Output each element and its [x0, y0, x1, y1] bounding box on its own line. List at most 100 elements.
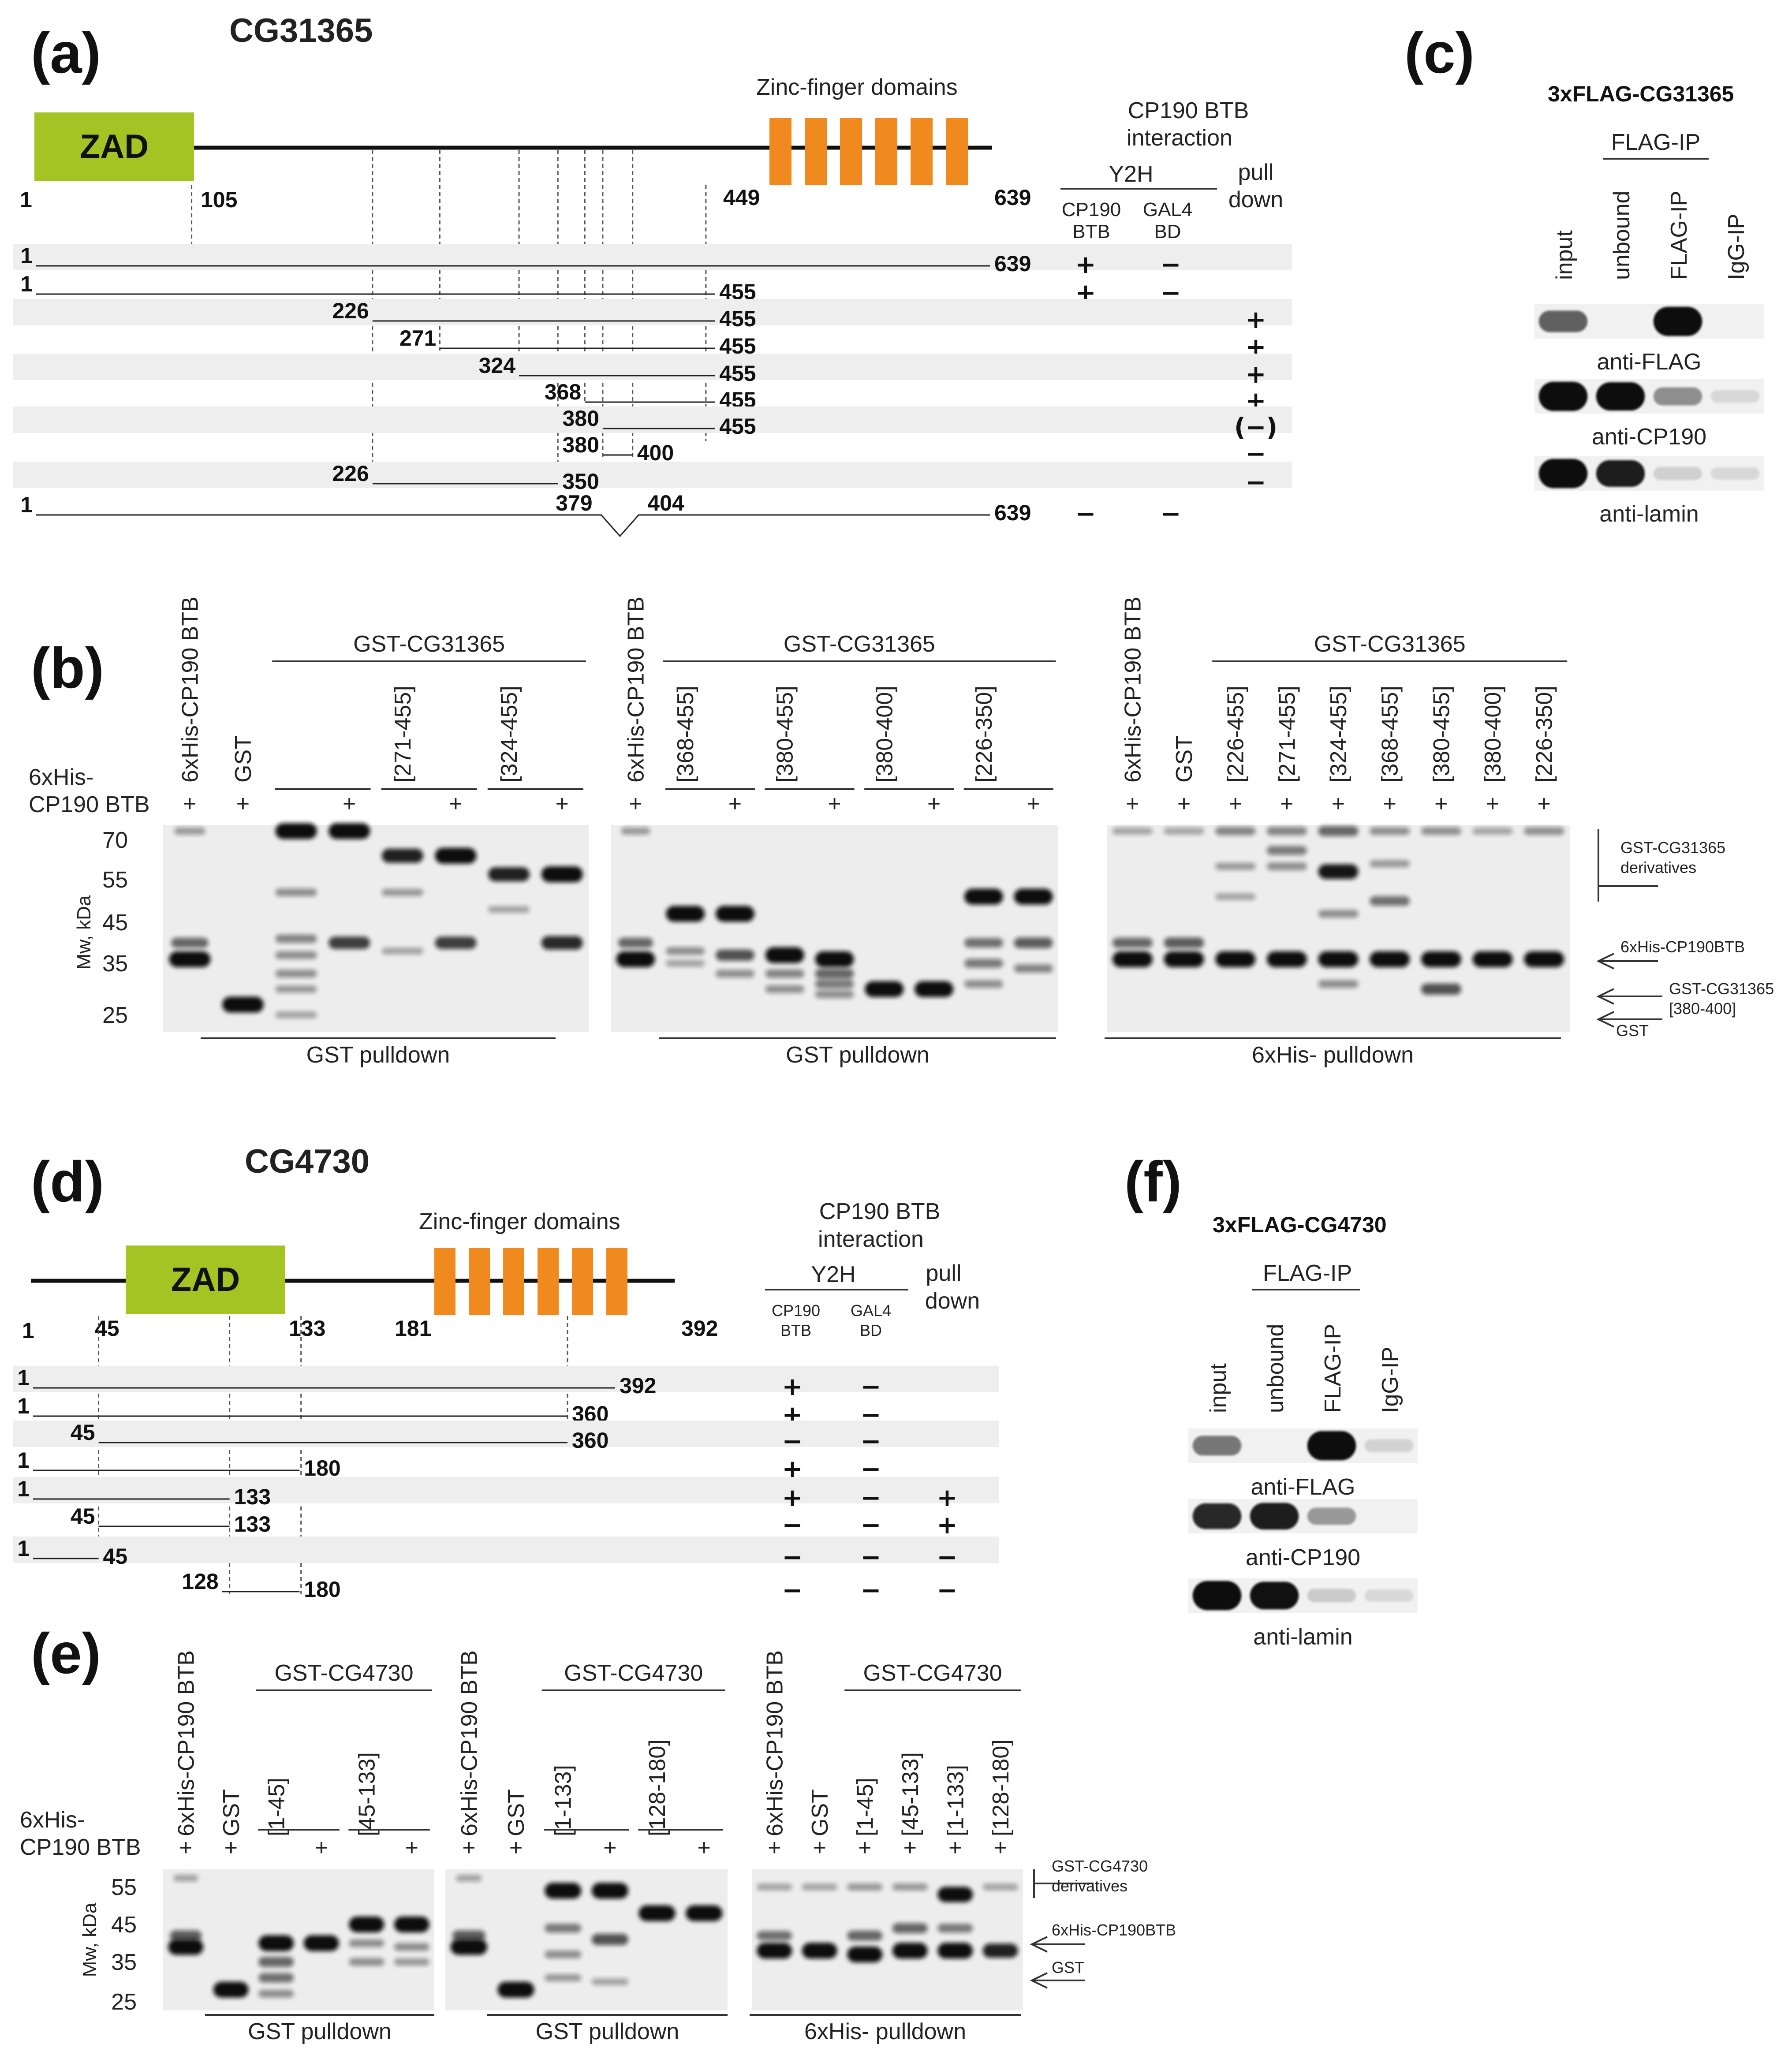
arrow-icon	[1596, 988, 1662, 1005]
gel-band	[865, 981, 904, 997]
mw-marker: 55	[111, 1875, 137, 1900]
y2h-bd-result: −	[861, 1511, 881, 1540]
lane-label: 6xHis-CP190 BTB	[173, 1650, 199, 1836]
gel-band	[435, 936, 477, 949]
lane-label: [380-400]	[1480, 686, 1506, 783]
side-label-380-400-1: GST-CG31365	[1669, 980, 1774, 998]
construct-end: 639	[994, 251, 1031, 276]
gel-band	[892, 1883, 928, 1891]
gel-band	[686, 1905, 723, 1921]
gel-band	[591, 1934, 628, 1945]
gel-band	[381, 888, 423, 896]
gel-band	[435, 848, 477, 864]
gel-band	[815, 968, 854, 979]
gel-band	[847, 1947, 883, 1962]
lane-plus: +	[405, 1835, 418, 1861]
lane-label: [368-455]	[673, 686, 698, 783]
gel-band	[213, 1982, 249, 1998]
gel-band	[275, 1011, 317, 1018]
gel-band	[275, 934, 317, 943]
panel-a-title: CG31365	[229, 12, 373, 49]
zinc-finger	[805, 118, 827, 185]
side-label-derivatives-1: GST-CG4730	[1052, 1857, 1148, 1875]
gel-band	[541, 866, 583, 882]
gel-band	[222, 996, 264, 1013]
construct-end: 180	[304, 1577, 340, 1602]
gel-band	[275, 970, 317, 978]
lane-label: [226-350]	[971, 686, 997, 783]
construct-end: 639	[994, 500, 1031, 525]
row-shade	[13, 1536, 999, 1563]
panel-d-zf-label: Zinc-finger domains	[419, 1209, 620, 1234]
lane-label: input	[1552, 230, 1577, 280]
panel-c-title: 3xFLAG-CG31365	[1548, 82, 1734, 106]
gel-image	[752, 1869, 1023, 2010]
gel-band	[964, 958, 1003, 968]
gel-band	[847, 1883, 883, 1891]
blot-antibody-label: anti-FLAG	[1251, 1474, 1355, 1500]
lane-plus: +	[1228, 791, 1242, 817]
construct-start: 1	[17, 1394, 30, 1418]
y2h-label: Y2H	[811, 1262, 855, 1287]
panel-f-label: (f)	[1124, 1149, 1182, 1214]
blot-band	[1250, 1581, 1299, 1610]
gel-band	[303, 1935, 339, 1951]
lane-plus: +	[1280, 791, 1293, 817]
y2h-bd-result: −	[861, 1427, 881, 1456]
lane-plus: +	[509, 1835, 523, 1861]
y2h-btb-result: +	[782, 1484, 803, 1512]
gel-band	[757, 1931, 792, 1941]
gel-band	[1524, 827, 1564, 835]
blot-band	[1596, 382, 1645, 411]
zinc-finger	[911, 118, 933, 185]
zinc-finger	[769, 118, 791, 185]
construct-end: 350	[562, 469, 599, 494]
lane-label: 6xHis-CP190 BTB	[456, 1650, 482, 1836]
pos-639: 639	[994, 185, 1031, 210]
gel-band	[456, 1875, 482, 1882]
construct-end: 180	[304, 1456, 340, 1480]
gel-band	[1266, 951, 1307, 967]
lane-plus: +	[1537, 791, 1550, 817]
gel-band	[545, 1974, 582, 1982]
blot-band	[1596, 460, 1645, 487]
lane-label: GST	[231, 735, 256, 783]
panel-b-label: (b)	[31, 636, 104, 700]
construct-start: 1	[17, 1448, 30, 1473]
lane-plus: +	[1027, 791, 1040, 817]
gel-image	[1107, 825, 1570, 1032]
lane-plus: +	[728, 791, 742, 817]
panel-d-zad-box	[126, 1246, 285, 1314]
lane-label: 6xHis-CP190 BTB	[762, 1650, 788, 1836]
construct-start: 368	[545, 380, 581, 404]
y2h-bd-result: −	[861, 1543, 881, 1572]
blot-antibody-label: anti-lamin	[1253, 1624, 1352, 1650]
blot-strip: anti-FLAG	[1188, 1428, 1418, 1500]
gel-band	[258, 1990, 294, 1998]
gel-image	[163, 1869, 434, 2010]
gel-band	[1524, 951, 1564, 967]
lane-label: [324-455]	[1326, 686, 1351, 783]
blot-band	[1538, 381, 1588, 411]
blot-strip: anti-lamin	[1188, 1578, 1418, 1650]
lane-label: [1-133]	[943, 1765, 968, 1836]
gel-band	[666, 947, 705, 955]
gel-band	[1215, 951, 1256, 967]
gel-band	[937, 1924, 973, 1933]
mw-axis-label: Mw, kDa	[79, 1902, 101, 1977]
gel-band	[1266, 846, 1307, 855]
panel-e-side-labels: GST-CG4730 derivatives 6xHis-CP190BTB GS…	[1030, 1857, 1176, 1989]
pulldown-result: +	[1246, 360, 1266, 389]
construct-start: 1	[17, 1536, 30, 1561]
gel-band	[488, 867, 530, 882]
construct-end: 455	[719, 306, 756, 331]
construct-start: 271	[399, 326, 436, 351]
gel-group-label: GST-CG31365	[1314, 631, 1466, 657]
lane-label: 6xHis-CP190 BTB	[1120, 597, 1146, 783]
gel-band	[170, 1930, 202, 1941]
